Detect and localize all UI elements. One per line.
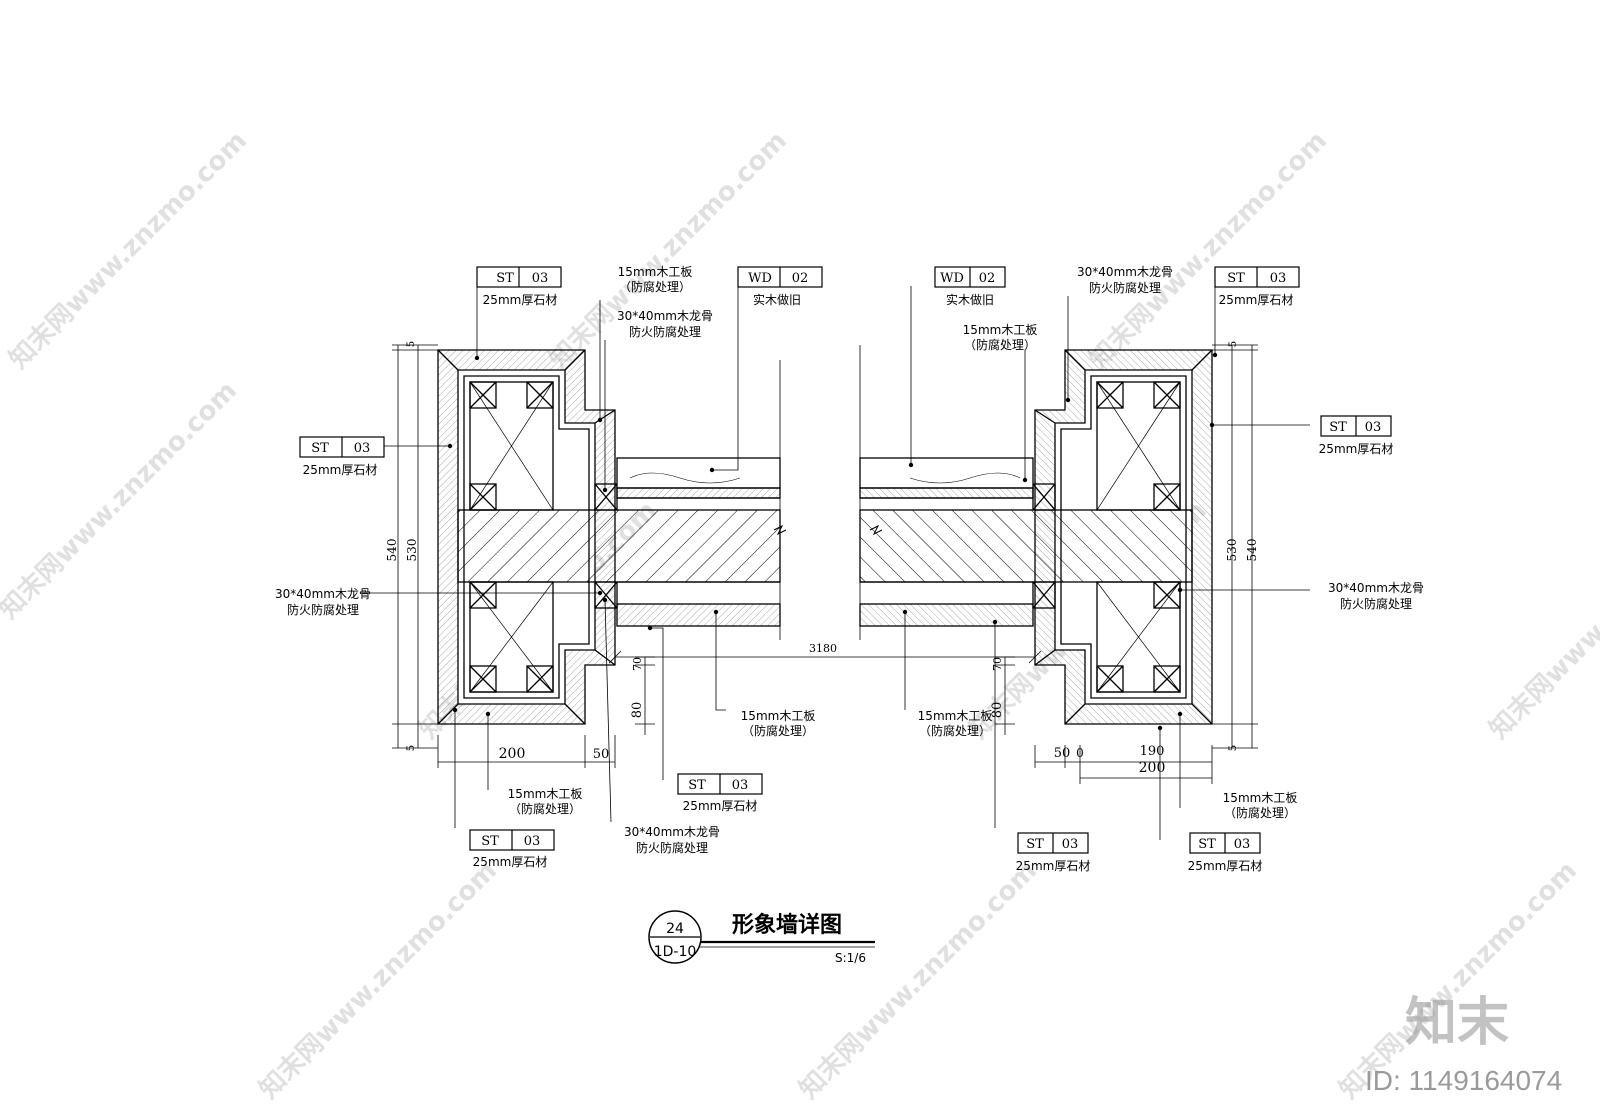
note-board-treat: （防腐处理） xyxy=(964,337,1036,352)
left-wall-section xyxy=(437,349,781,725)
brand-logo: 知末 xyxy=(1405,994,1509,1052)
note-joist-treat: 防火防腐处理 xyxy=(1340,596,1412,611)
watermark-text: 知末网www.znzmo.com xyxy=(1484,496,1600,745)
dim-5: 5 xyxy=(406,745,417,751)
dim-200: 200 xyxy=(499,746,526,762)
tag-note: 25mm厚石材 xyxy=(1016,859,1091,873)
note-board: 15mm木工板 xyxy=(618,265,693,279)
dim-5: 5 xyxy=(1228,341,1239,347)
tag-code: ST xyxy=(1198,837,1216,852)
note-joist-treat: 防火防腐处理 xyxy=(287,602,359,617)
tag-note: 实木做旧 xyxy=(946,292,994,307)
note-board-treat: （防腐处理） xyxy=(1224,805,1296,820)
note-joist: 30*40mm木龙骨 xyxy=(617,309,713,323)
detail-number: 24 xyxy=(666,921,684,937)
watermark-text: 知末网www.znzmo.com xyxy=(4,126,253,375)
dim-540: 540 xyxy=(1245,539,1259,562)
note-board-treat: （防腐处理） xyxy=(919,723,991,738)
note-board: 15mm木工板 xyxy=(508,787,583,801)
break-marks xyxy=(773,524,883,536)
tag-code: ST xyxy=(496,271,514,286)
tag-num: 02 xyxy=(979,271,996,286)
tag-note: 25mm厚石材 xyxy=(1219,293,1294,307)
tag-num: 03 xyxy=(1234,837,1251,852)
note-board-treat: （防腐处理） xyxy=(742,723,814,738)
drawing-scale: S:1/6 xyxy=(835,951,866,965)
tag-code: WD xyxy=(940,271,964,286)
dim-0: 0 xyxy=(1076,746,1084,760)
note-board: 15mm木工板 xyxy=(918,709,993,723)
tag-note: 25mm厚石材 xyxy=(303,463,378,477)
dim-5: 5 xyxy=(406,341,417,347)
note-board: 15mm木工板 xyxy=(963,323,1038,337)
note-board: 15mm木工板 xyxy=(1223,791,1298,805)
tag-note: 25mm厚石材 xyxy=(683,799,758,813)
watermark-text: 知末网www.znzmo.com xyxy=(254,856,503,1105)
dim-5: 5 xyxy=(1228,745,1239,751)
watermark-text: 知末网www.znzmo.com xyxy=(794,856,1043,1105)
tag-texts: ST 03 25mm厚石材 WD 02 实木做旧 ST 03 25mm厚石材 S… xyxy=(303,271,1394,873)
tag-num: 03 xyxy=(524,834,541,849)
note-joist-treat: 防火防腐处理 xyxy=(636,840,708,855)
tag-note: 实木做旧 xyxy=(753,292,801,307)
tag-code: ST xyxy=(1026,837,1044,852)
dim-70: 70 xyxy=(631,657,644,671)
leader-lines xyxy=(360,286,1310,840)
dim-530: 530 xyxy=(405,539,419,562)
note-joist: 30*40mm木龙骨 xyxy=(1328,581,1424,595)
tag-code: WD xyxy=(748,271,772,286)
dim-530: 530 xyxy=(1225,539,1239,562)
dim-190: 190 xyxy=(1140,744,1165,759)
note-board: 15mm木工板 xyxy=(741,709,816,723)
tag-num: 03 xyxy=(1062,837,1079,852)
dim-70: 70 xyxy=(991,657,1004,671)
tag-code: ST xyxy=(1227,271,1245,286)
note-joist-treat: 防火防腐处理 xyxy=(629,324,701,339)
tag-note: 25mm厚石材 xyxy=(1319,442,1394,456)
tag-note: 25mm厚石材 xyxy=(1188,859,1263,873)
tag-num: 03 xyxy=(732,778,749,793)
dim-80: 80 xyxy=(990,702,1005,719)
dim-50: 50 xyxy=(593,747,610,762)
dim-3180: 3180 xyxy=(809,642,837,655)
note-board-treat: （防腐处理） xyxy=(619,279,691,294)
brand-watermark: 知末 ID: 1149164074 xyxy=(1365,994,1562,1096)
note-board-treat: （防腐处理） xyxy=(509,801,581,816)
drawing-title: 形象墙详图 xyxy=(732,912,842,938)
leader-dots xyxy=(447,352,1218,731)
watermark-text: 知末网www.znzmo.com xyxy=(1084,126,1333,375)
tag-num: 03 xyxy=(354,441,371,456)
tag-note: 25mm厚石材 xyxy=(473,855,548,869)
drawing-title-block: 24 1D-10 形象墙详图 S:1/6 xyxy=(648,910,875,965)
image-id: ID: 1149164074 xyxy=(1365,1065,1562,1096)
right-wall-section xyxy=(859,345,1213,725)
right-vertical-dims xyxy=(995,344,1258,784)
left-horizontal-dims xyxy=(437,656,655,768)
tag-num: 03 xyxy=(532,271,549,286)
tag-code: ST xyxy=(481,834,499,849)
overall-dimension xyxy=(608,650,1042,664)
annotation-notes: 15mm木工板 （防腐处理） 30*40mm木龙骨 防火防腐处理 30*40mm… xyxy=(275,265,1424,855)
tag-num: 02 xyxy=(792,271,809,286)
watermark-text: 知末网www.znzmo.com xyxy=(0,376,243,625)
tag-code: ST xyxy=(311,441,329,456)
tag-num: 03 xyxy=(1365,420,1382,435)
material-tags xyxy=(299,266,1392,854)
dim-50: 50 xyxy=(1054,746,1071,761)
dim-200: 200 xyxy=(1139,760,1166,776)
tag-note: 25mm厚石材 xyxy=(483,293,558,307)
note-joist: 30*40mm木龙骨 xyxy=(1077,265,1173,279)
note-joist: 30*40mm木龙骨 xyxy=(275,587,371,601)
note-joist: 30*40mm木龙骨 xyxy=(624,825,720,839)
sheet-number: 1D-10 xyxy=(654,944,697,960)
left-vertical-dims xyxy=(392,344,438,749)
dim-540: 540 xyxy=(385,539,399,562)
tag-num: 03 xyxy=(1270,271,1287,286)
note-joist-treat: 防火防腐处理 xyxy=(1089,280,1161,295)
tag-code: ST xyxy=(1329,420,1347,435)
tag-code: ST xyxy=(688,778,706,793)
dim-80: 80 xyxy=(630,702,645,719)
